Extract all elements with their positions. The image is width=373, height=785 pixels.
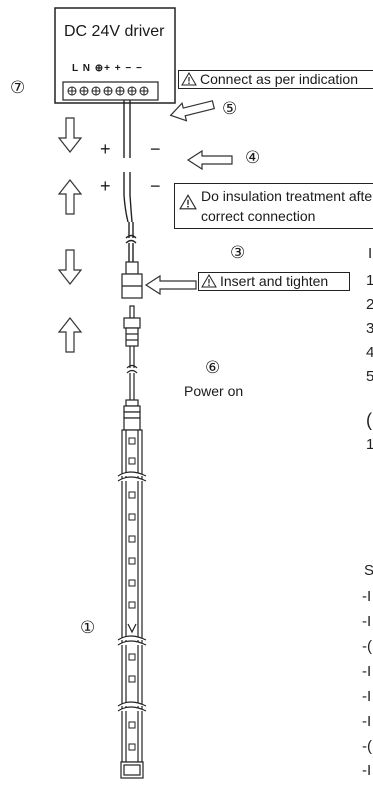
led-chip <box>128 535 136 543</box>
led-chip <box>128 579 136 587</box>
terminal-screw-icon <box>127 86 137 96</box>
marker-3: ③ <box>230 243 246 263</box>
right-edge-dash-5: -I <box>362 688 372 705</box>
warning-triangle-icon <box>201 274 217 288</box>
right-edge-step-4: 4 <box>366 344 373 361</box>
driver-title: DC 24V driver <box>64 23 165 40</box>
strip-end-cap <box>123 399 141 431</box>
terminal-screw-icon <box>79 86 89 96</box>
led-chip <box>128 675 136 683</box>
driver-output-wires <box>123 100 131 158</box>
led-chip <box>128 653 136 661</box>
led-chip <box>128 457 136 465</box>
led-chip <box>128 491 136 499</box>
insulation-callout: Do insulation treatment after correct co… <box>174 183 373 229</box>
right-edge-dash-3: -( <box>362 638 372 655</box>
terminal-screws <box>67 86 149 96</box>
marker-5: ⑤ <box>222 99 238 119</box>
male-connector <box>123 305 141 400</box>
terminal-screw-icon <box>103 86 113 96</box>
polarity-minus-bottom: − <box>150 176 161 196</box>
led-chip <box>128 437 136 445</box>
right-edge-step-2: 2 <box>366 296 373 313</box>
hollow-arrow-down-icon <box>57 249 83 285</box>
led-chip <box>128 557 136 565</box>
polarity-plus-bottom: + <box>100 176 111 196</box>
insert-callout: Insert and tighten <box>198 272 350 291</box>
marker-1: ① <box>80 618 96 638</box>
cable-wires <box>123 172 137 262</box>
polarity-minus-top: − <box>150 139 161 159</box>
warning-triangle-icon <box>181 72 197 86</box>
hollow-arrow-up-icon <box>57 179 83 215</box>
terminal-labels: L N ⊕+ + − − <box>72 63 143 74</box>
right-edge-header: I <box>368 245 373 262</box>
led-strip <box>117 429 147 779</box>
marker-4: ④ <box>245 148 261 168</box>
insert-text: Insert and tighten <box>220 273 329 289</box>
right-edge-step-5: 5 <box>366 368 373 385</box>
terminal-screw-icon <box>115 86 125 96</box>
polarity-plus-top: + <box>100 139 111 159</box>
connect-text: Connect as per indication <box>200 71 358 87</box>
insulation-text-line2: correct connection <box>201 208 316 224</box>
right-edge-dash-4: -I <box>362 663 372 680</box>
led-chips <box>128 437 136 751</box>
hollow-arrow-down-icon <box>57 117 83 153</box>
right-edge-section: S <box>364 562 373 579</box>
right-edge-note-b: 1 <box>366 436 373 453</box>
right-edge-step-3: 3 <box>366 320 373 337</box>
right-edge-dash-1: -I <box>362 588 372 605</box>
marker-6: ⑥ <box>205 358 221 378</box>
right-edge-note-a: ( <box>366 410 372 430</box>
warning-triangle-icon <box>179 194 197 210</box>
terminal-screw-icon <box>67 86 77 96</box>
right-edge-dash-8: -I <box>362 762 372 779</box>
insulation-text-line1: Do insulation treatment after <box>201 188 373 204</box>
hollow-arrow-left-icon <box>186 149 233 171</box>
hollow-arrow-left-icon <box>169 100 216 122</box>
connect-callout: Connect as per indication <box>178 70 373 89</box>
right-edge-dash-2: -I <box>362 613 372 630</box>
female-connector <box>121 261 143 299</box>
hollow-arrow-left-icon <box>144 274 197 296</box>
led-chip <box>128 721 136 729</box>
right-edge-dash-6: -I <box>362 713 372 730</box>
led-chip <box>128 743 136 751</box>
marker-7: ⑦ <box>10 78 26 98</box>
hollow-arrow-up-icon <box>57 317 83 353</box>
led-chip <box>128 601 136 609</box>
terminal-screw-icon <box>91 86 101 96</box>
led-chip <box>128 513 136 521</box>
power-on-label: Power on <box>184 383 244 399</box>
terminal-screw-icon <box>139 86 149 96</box>
right-edge-dash-7: -( <box>362 738 372 755</box>
right-edge-step-1: 1 <box>366 272 373 289</box>
